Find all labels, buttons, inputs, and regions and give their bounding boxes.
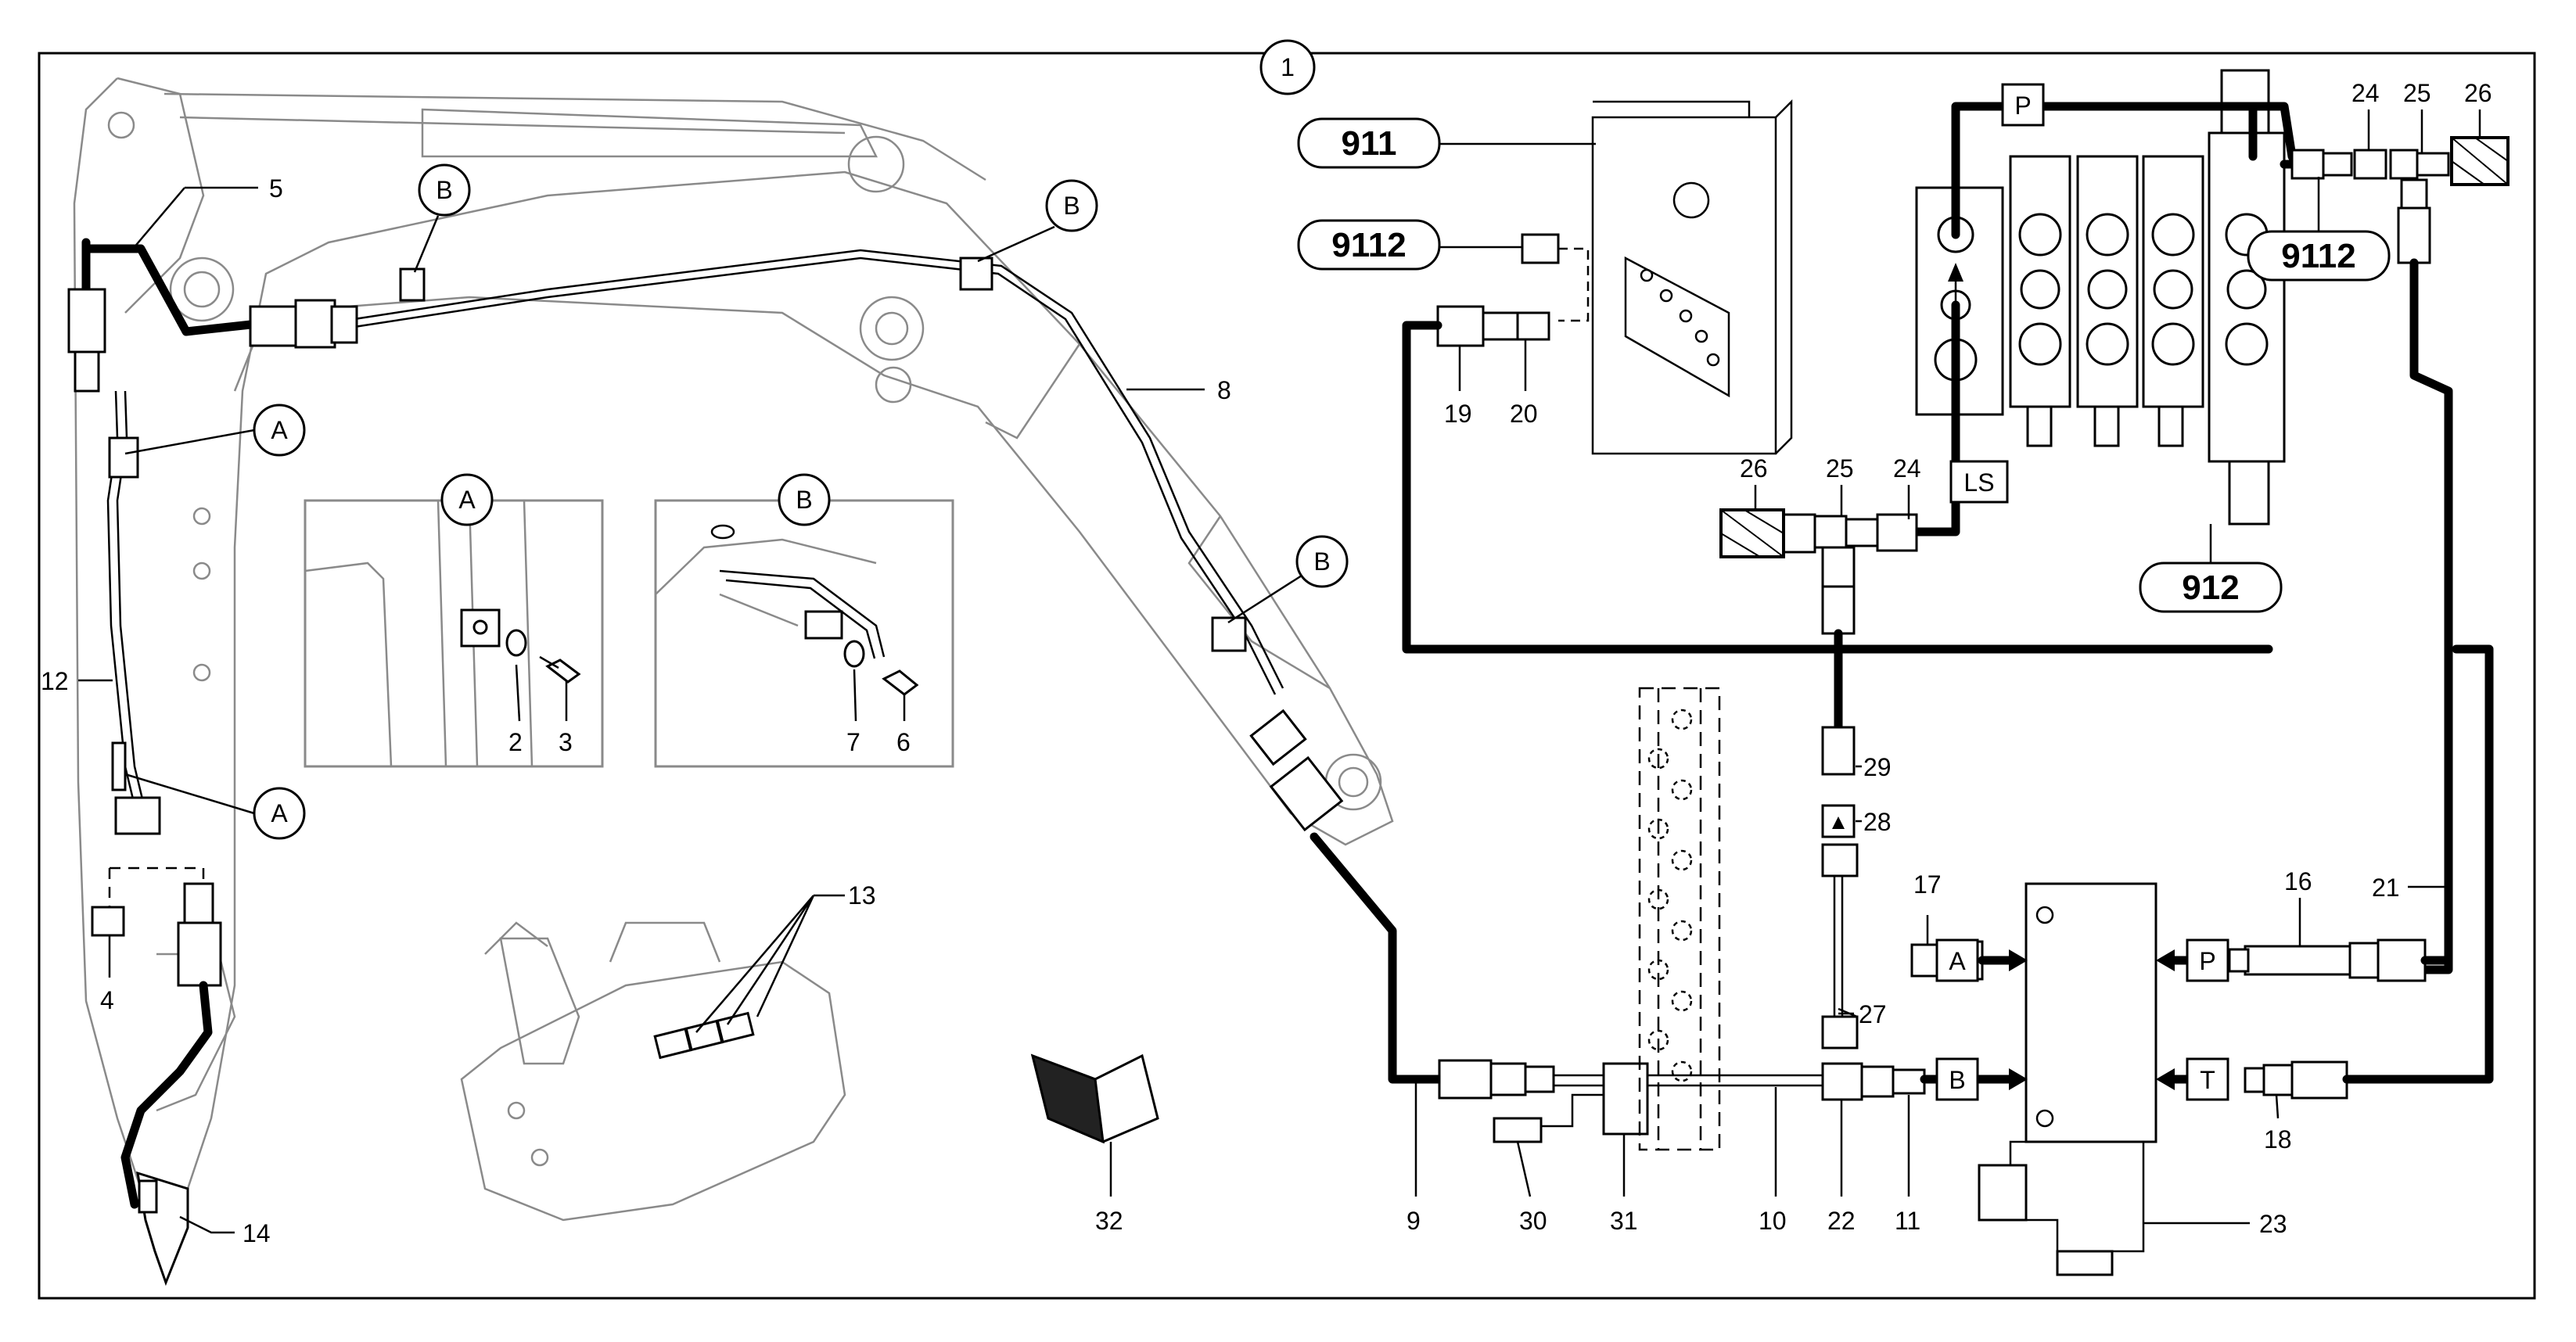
detail-b-letter: B xyxy=(796,486,812,514)
svg-text:10: 10 xyxy=(1759,1207,1787,1235)
svg-text:25: 25 xyxy=(2403,79,2431,107)
hose-to-hammer xyxy=(120,981,213,1209)
boom-pipe xyxy=(343,249,1344,832)
svg-text:9: 9 xyxy=(1407,1207,1421,1235)
svg-text:17: 17 xyxy=(1913,870,1942,899)
fitting-top-arm xyxy=(67,288,106,353)
svg-text:B: B xyxy=(1313,547,1330,576)
port-ls: LS xyxy=(1963,468,1994,497)
hose-5 xyxy=(81,238,263,336)
svg-text:28: 28 xyxy=(1863,808,1892,836)
port-p-top: P xyxy=(2014,92,2031,120)
callout-b-3: B xyxy=(1227,535,1349,624)
svg-text:8: 8 xyxy=(1217,376,1231,404)
callout-b-1: B xyxy=(413,163,471,273)
callout-b-2: B xyxy=(977,179,1098,263)
svg-text:32: 32 xyxy=(1095,1207,1123,1235)
svg-text:911: 911 xyxy=(1342,124,1397,163)
port-b: B xyxy=(1949,1066,1965,1094)
svg-text:9112: 9112 xyxy=(1331,226,1406,264)
manual-book-icon xyxy=(1030,1053,1159,1144)
svg-text:30: 30 xyxy=(1519,1207,1547,1235)
callout-a-upper: A xyxy=(124,404,306,457)
svg-text:18: 18 xyxy=(2264,1125,2292,1154)
svg-text:23: 23 xyxy=(2259,1210,2287,1238)
directional-valve-912 xyxy=(1915,69,2286,526)
svg-text:7: 7 xyxy=(846,728,860,756)
svg-text:20: 20 xyxy=(1510,400,1538,428)
svg-text:13: 13 xyxy=(848,881,876,910)
label-912: 912 xyxy=(2139,562,2283,613)
line-10 xyxy=(1554,1074,1823,1087)
detail-a xyxy=(304,499,604,768)
svg-text:12: 12 xyxy=(41,667,69,695)
part-number-labels: 5 8 12 4 14 2 3 7 6 13 32 9 30 31 10 22 … xyxy=(41,79,2492,1247)
svg-text:31: 31 xyxy=(1610,1207,1638,1235)
svg-text:A: A xyxy=(271,416,288,444)
boom-arm-outline xyxy=(73,77,1394,1254)
svg-text:27: 27 xyxy=(1859,1000,1887,1028)
port-t-valve: T xyxy=(2200,1066,2215,1094)
fitting-top-arm-2 xyxy=(74,350,100,393)
port-a: A xyxy=(1949,947,1966,975)
svg-text:21: 21 xyxy=(2372,874,2400,902)
svg-text:4: 4 xyxy=(100,986,114,1014)
bracket-911 xyxy=(1591,99,1793,455)
svg-text:B: B xyxy=(436,176,452,204)
callout-a-lower: A xyxy=(124,773,306,840)
arm-pipe-12 xyxy=(106,390,161,835)
figure-callout-number: 1 xyxy=(1281,53,1295,81)
svg-text:912: 912 xyxy=(2182,569,2239,607)
svg-text:26: 26 xyxy=(1740,454,1768,483)
svg-text:24: 24 xyxy=(2351,79,2380,107)
svg-text:11: 11 xyxy=(1895,1207,1920,1235)
svg-text:14: 14 xyxy=(243,1219,271,1247)
svg-text:29: 29 xyxy=(1863,753,1892,781)
svg-text:6: 6 xyxy=(896,728,911,756)
line-9112-right xyxy=(2373,258,2453,974)
svg-text:2: 2 xyxy=(508,728,523,756)
hose-9 xyxy=(1310,832,1444,1084)
detail-a-letter: A xyxy=(458,486,476,514)
svg-text:5: 5 xyxy=(269,174,283,203)
figure-callout-circle xyxy=(1259,39,1316,95)
svg-text:16: 16 xyxy=(2284,867,2312,895)
svg-text:26: 26 xyxy=(2464,79,2492,107)
plug-9112-left xyxy=(1521,233,1560,264)
svg-text:A: A xyxy=(271,799,288,827)
svg-text:22: 22 xyxy=(1827,1207,1856,1235)
fitting-16 xyxy=(2244,945,2356,976)
detail-a-callout xyxy=(440,473,494,526)
detail-b-callout xyxy=(778,473,831,526)
svg-text:24: 24 xyxy=(1893,454,1921,483)
plug-4 xyxy=(91,906,125,937)
joystick-console xyxy=(460,921,846,1222)
svg-text:9112: 9112 xyxy=(2281,237,2355,275)
bolt-30 xyxy=(1493,1117,1543,1143)
svg-text:B: B xyxy=(1063,192,1080,220)
line-t-return xyxy=(2342,644,2494,1084)
label-911: 911 xyxy=(1297,117,1441,169)
selector-valve-23 xyxy=(1978,882,2157,1276)
svg-text:3: 3 xyxy=(559,728,573,756)
port-p-valve: P xyxy=(2199,947,2215,975)
label-9112-left: 9112 xyxy=(1297,219,1441,271)
svg-text:19: 19 xyxy=(1444,400,1472,428)
detail-b xyxy=(654,499,954,768)
holder-31 xyxy=(1602,1062,1649,1136)
svg-text:25: 25 xyxy=(1826,454,1854,483)
label-9112-right: 9112 xyxy=(2247,230,2391,282)
